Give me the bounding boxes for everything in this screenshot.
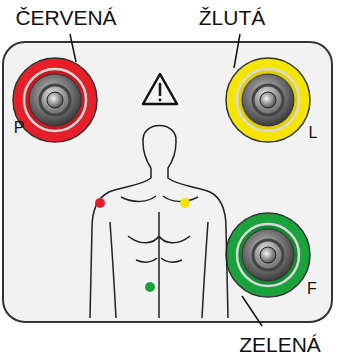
color-label: ŽLUTÁ [199, 7, 266, 28]
panel-housing [3, 42, 332, 322]
leader-line [234, 34, 240, 68]
leader-line [70, 34, 76, 62]
green-jack [226, 213, 310, 297]
red-jack [13, 58, 97, 142]
warning-symbol [143, 74, 177, 104]
electrode-dot-yellow [180, 198, 190, 208]
terminal-letter: L [309, 125, 318, 141]
terminal-letter: P [14, 120, 25, 136]
electrode-dot-green [145, 282, 155, 292]
electrode-dot-red [95, 198, 105, 208]
torso-figure [90, 126, 228, 319]
color-label: ZELENÁ [239, 334, 321, 355]
leader-line [242, 296, 262, 326]
terminal-letter: F [307, 281, 317, 297]
yellow-jack [226, 58, 310, 142]
color-label: ČERVENÁ [15, 7, 116, 28]
